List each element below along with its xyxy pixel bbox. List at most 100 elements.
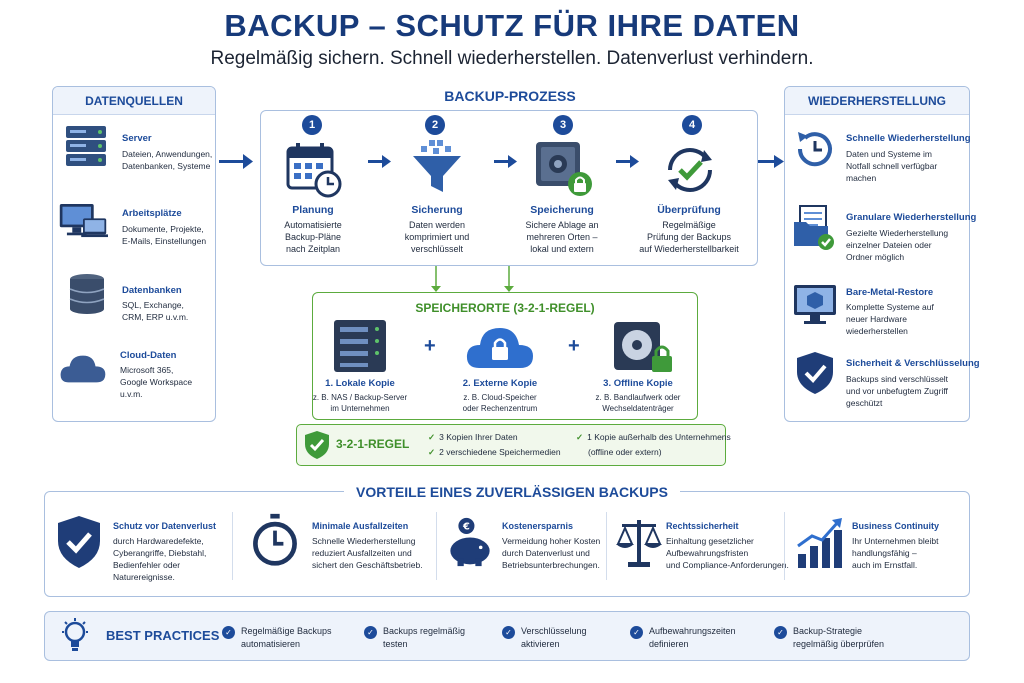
regel-item-3: ✓1 Kopie außerhalb des Unternehmens xyxy=(576,432,731,442)
lightbulb-icon xyxy=(62,618,88,651)
check-icon: ✓ xyxy=(364,626,377,639)
vorteile-heading: VORTEILE EINES ZUVERLÄSSIGEN BACKUPS xyxy=(344,484,680,500)
check-icon: ✓ xyxy=(774,626,787,639)
regel-box xyxy=(296,424,726,466)
piggy-bank-icon: € xyxy=(450,517,490,567)
funnel-icon xyxy=(413,140,461,192)
page-subtitle: Regelmäßig sichern. Schnell wiederherste… xyxy=(210,48,814,69)
workstation-icon xyxy=(59,204,108,238)
vorteil-title-recht: Rechtssicherheit xyxy=(666,521,739,531)
monitor-cube-icon xyxy=(794,285,836,324)
shield-check-icon xyxy=(58,516,100,568)
backup-prozess-heading: BACKUP-PROZESS xyxy=(444,88,576,104)
backup-prozess-panel xyxy=(260,110,758,266)
growth-chart-icon xyxy=(797,518,842,568)
regel-label: 3-2-1-REGEL xyxy=(336,437,410,451)
step-title-sicherung: Sicherung xyxy=(411,204,463,216)
cloud-lock-icon xyxy=(466,328,533,368)
plus-sign: + xyxy=(424,335,436,357)
wiederherstellung-heading: WIEDERHERSTELLUNG xyxy=(785,87,969,115)
step-number-2: 2 xyxy=(425,115,445,135)
svg-text:€: € xyxy=(462,522,470,533)
regel-item-2: ✓2 verschiedene Speichermedien xyxy=(428,447,561,457)
cloud-icon xyxy=(60,355,106,383)
plus-sign-2: + xyxy=(568,335,580,357)
step-number-3: 3 xyxy=(553,115,573,135)
restore-title-sicherheit: Sicherheit & Verschlüsselung xyxy=(846,358,980,369)
step-title-planung: Planung xyxy=(292,204,334,216)
step-number-4: 4 xyxy=(682,115,702,135)
shield-check-icon xyxy=(797,352,833,394)
vorteil-title-continuity: Business Continuity xyxy=(852,521,940,531)
offline-disk-icon xyxy=(614,322,672,372)
speicherorte-heading: SPEICHERORTE (3-2-1-REGEL) xyxy=(415,301,595,315)
check-icon: ✓ xyxy=(630,626,643,639)
regel-item-1: ✓3 Kopien Ihrer Daten xyxy=(428,432,518,442)
copy-title-extern: 2. Externe Kopie xyxy=(462,378,538,389)
divider xyxy=(436,512,437,580)
source-title-datenbanken: Datenbanken xyxy=(122,285,182,296)
best-practices-label: BEST PRACTICES xyxy=(106,628,220,643)
shield-check-icon xyxy=(305,431,329,459)
scales-icon xyxy=(616,520,662,567)
source-desc-server: Dateien, Anwendungen,Datenbanken, System… xyxy=(122,149,213,171)
copy-title-offline: 3. Offline Kopie xyxy=(603,378,673,389)
restore-title-schnell: Schnelle Wiederherstellung xyxy=(846,133,971,144)
regel-item-3-note: (offline oder extern) xyxy=(588,447,662,457)
vorteil-title-ausfallzeiten: Minimale Ausfallzeiten xyxy=(312,521,409,531)
restore-clock-icon xyxy=(797,132,832,167)
database-icon xyxy=(69,274,105,314)
datenquellen-heading: DATENQUELLEN xyxy=(53,87,215,115)
server-icon xyxy=(66,126,106,166)
page-title: BACKUP – SCHUTZ FÜR IHRE DATEN xyxy=(224,8,800,43)
divider xyxy=(606,512,607,580)
calendar-clock-icon xyxy=(286,143,342,198)
step-title-ueberpruefung: Überprüfung xyxy=(657,204,721,216)
divider xyxy=(232,512,233,580)
check-icon: ✓ xyxy=(502,626,515,639)
copy-title-lokal: 1. Lokale Kopie xyxy=(325,378,395,389)
stopwatch-icon xyxy=(253,513,297,566)
source-title-cloud: Cloud-Daten xyxy=(120,350,177,361)
check-icon: ✓ xyxy=(222,626,235,639)
vorteil-desc-schutz: durch Hardwaredefekte,Cyberangriffe, Die… xyxy=(113,536,207,582)
divider xyxy=(784,512,785,580)
vorteil-title-kosten: Kostenersparnis xyxy=(502,521,574,531)
speicherorte-panel xyxy=(312,292,698,420)
restore-title-granular: Granulare Wiederherstellung xyxy=(846,212,977,223)
step-title-speicherung: Speicherung xyxy=(530,204,594,216)
restore-title-baremetal: Bare-Metal-Restore xyxy=(846,287,934,298)
safe-lock-icon xyxy=(536,142,592,196)
source-desc-datenbanken: SQL, Exchange,CRM, ERP u.v.m. xyxy=(122,300,189,322)
source-title-arbeitsplaetze: Arbeitsplätze xyxy=(122,208,182,219)
verify-cycle-icon xyxy=(668,148,712,192)
source-title-server: Server xyxy=(122,133,152,144)
step-number-1: 1 xyxy=(302,115,322,135)
vorteil-title-schutz: Schutz vor Datenverlust xyxy=(113,521,217,531)
nas-icon xyxy=(334,320,386,372)
folder-check-icon xyxy=(794,205,834,250)
source-desc-arbeitsplaetze: Dokumente, Projekte,E-Mails, Einstellung… xyxy=(122,224,207,246)
